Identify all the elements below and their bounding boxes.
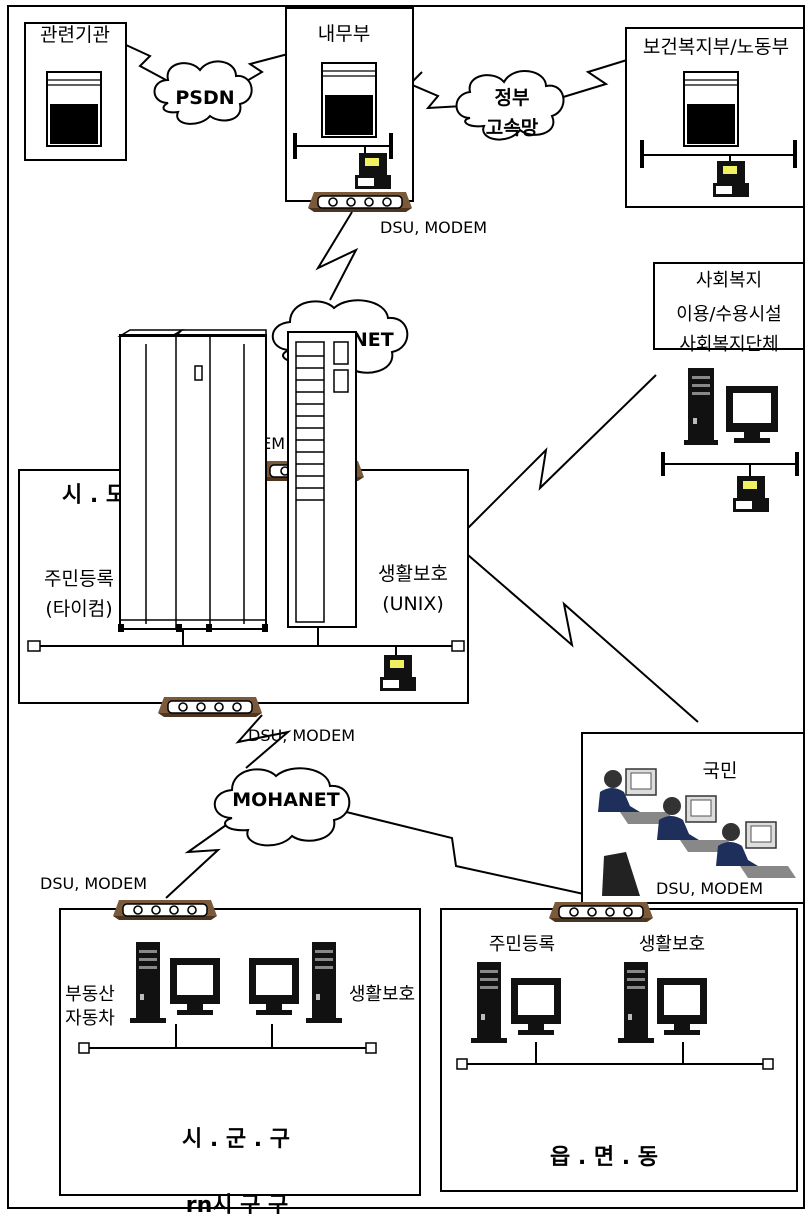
vehicle-label: 자동차	[65, 1008, 115, 1029]
eup-equipment	[456, 962, 774, 1070]
mohanet-label-lower: MOHANET	[232, 789, 340, 811]
related-org-label: 관련기관	[40, 24, 110, 46]
sido-bus	[27, 627, 465, 691]
gov-net-label-1: 정부	[495, 87, 530, 109]
citizens-label: 국민	[703, 760, 738, 782]
mogaha-box: 내무부	[285, 7, 414, 202]
sigungu-box-border	[59, 908, 421, 1196]
sigungu-modem-icon	[112, 899, 218, 921]
welfare-facility-equipment	[661, 368, 799, 512]
eup-label: 읍 . 면 . 동	[550, 1145, 658, 1170]
gov-net-cloud: 정부 고속망	[455, 69, 565, 141]
sido-label: 시 . 도	[62, 483, 126, 508]
mogaha-label: 내무부	[318, 23, 370, 45]
livelihood-label-sigungu: 생활보호	[349, 984, 415, 1005]
sigungu-label: 시 . 군 . 구	[182, 1127, 290, 1152]
sido-modem-bottom-label: DSU, MODEM	[248, 726, 355, 745]
psdn-cloud: PSDN	[153, 60, 253, 125]
mohanet-cloud-lower: MOHANET	[213, 767, 351, 847]
bottom-caption: rn시 구 구	[186, 1193, 289, 1214]
livelihood-label-sido: 생활보호	[378, 563, 448, 585]
tycom-label: (타이컴)	[45, 598, 112, 620]
mainframe-cabinets	[119, 335, 267, 630]
welfare-ministry-label: 보건복지부/노동부	[643, 36, 789, 58]
eup-modem-icon	[548, 901, 654, 923]
outer-frame	[7, 5, 805, 1209]
links	[125, 44, 699, 899]
people-at-computers-icon	[598, 768, 796, 896]
welfare-label-1: 사회복지	[696, 270, 762, 291]
welfare-ministry-box: 보건복지부/노동부	[625, 27, 805, 208]
livelihood-label-eup: 생활보호	[639, 934, 705, 955]
welfare-facilities-border	[653, 262, 805, 350]
eup-box-border	[440, 908, 798, 1192]
gov-net-label-2: 고속망	[486, 117, 539, 139]
sigungu-equipment	[78, 942, 377, 1054]
resident-reg-label-sido: 주민등록	[44, 568, 114, 590]
mogaha-modem-label: DSU, MODEM	[380, 218, 487, 237]
unix-label: (UNIX)	[382, 593, 444, 615]
psdn-label: PSDN	[175, 87, 234, 109]
realestate-label: 부동산	[65, 984, 115, 1005]
eup-modem-label: DSU, MODEM	[656, 879, 763, 898]
sigungu-modem-label: DSU, MODEM	[40, 874, 147, 893]
citizens-box: 국민	[581, 732, 805, 904]
welfare-label-2: 이용/수용시설	[676, 304, 781, 325]
related-org-box: 관련기관	[24, 22, 127, 161]
resident-reg-label-eup: 주민등록	[489, 934, 555, 955]
unix-server-icon	[287, 331, 357, 628]
